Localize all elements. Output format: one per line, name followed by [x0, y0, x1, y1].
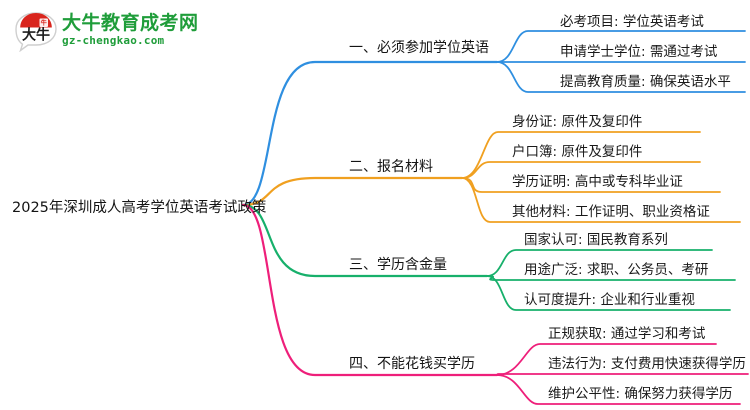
leaf-label-4-1[interactable]: 正规获取: 通过学习和考试: [548, 326, 706, 342]
leaf-label-1-3[interactable]: 提高教育质量: 确保英语水平: [560, 74, 731, 90]
connector-layer: [241, 30, 749, 405]
leaf-label-1-1[interactable]: 必考项目: 学位英语考试: [560, 14, 704, 30]
leaf-connector-4-3: [496, 374, 741, 405]
logo-mark-label: 大牛: [22, 27, 50, 44]
leaf-connector-2-2: [461, 161, 701, 179]
branch-connector-2: [241, 176, 464, 207]
leaf-label-2-3[interactable]: 学历证明: 高中或专科毕业证: [512, 174, 683, 190]
branch-label-2[interactable]: 二、报名材料: [349, 159, 433, 175]
logo-text-block: 大牛教育成考网 gz-chengkao.com: [62, 12, 199, 48]
leaf-connector-3-3: [486, 275, 731, 311]
leaf-label-2-2[interactable]: 户口簿: 原件及复印件: [512, 144, 643, 160]
logo-seal-text: 牛: [41, 19, 48, 27]
leaf-connector-4-2: [496, 373, 749, 376]
leaf-label-3-3[interactable]: 认可度提升: 企业和行业重视: [524, 292, 695, 308]
leaf-connector-2-4: [461, 177, 741, 223]
leaf-label-1-2[interactable]: 申请学士学位: 需通过考试: [560, 44, 718, 60]
branch-connector-4: [241, 203, 499, 377]
branch-connector-3: [241, 203, 489, 278]
leaf-label-2-1[interactable]: 身份证: 原件及复印件: [512, 114, 643, 130]
leaf-label-2-4[interactable]: 其他材料: 工作证明、职业资格证: [512, 204, 710, 220]
branch-label-3[interactable]: 三、学历含金量: [349, 257, 447, 273]
branch-label-4[interactable]: 四、不能花钱买学历: [349, 356, 475, 372]
leaf-label-3-2[interactable]: 用途广泛: 求职、公务员、考研: [524, 262, 709, 278]
leaf-connector-1-1: [496, 30, 746, 63]
leaf-connector-1-3: [496, 61, 746, 93]
leaf-connector-3-1: [486, 249, 713, 277]
site-logo: 牛 大牛 大牛教育成考网 gz-chengkao.com: [14, 8, 199, 54]
leaf-label-4-2[interactable]: 违法行为: 支付费用快速获得学历: [548, 356, 746, 372]
branch-connector-1: [241, 60, 499, 207]
logo-name-cn: 大牛教育成考网: [62, 12, 199, 34]
leaf-label-4-3[interactable]: 维护公平性: 确保努力获得学历: [548, 386, 733, 402]
root-node-label[interactable]: 2025年深圳成人高考学位英语考试政策: [12, 200, 267, 216]
leaf-label-3-1[interactable]: 国家认可: 国民教育系列: [524, 232, 668, 248]
logo-name-en: gz-chengkao.com: [62, 34, 165, 47]
logo-mark-icon: 牛 大牛: [15, 12, 57, 52]
branch-label-1[interactable]: 一、必须参加学位英语: [349, 40, 489, 56]
